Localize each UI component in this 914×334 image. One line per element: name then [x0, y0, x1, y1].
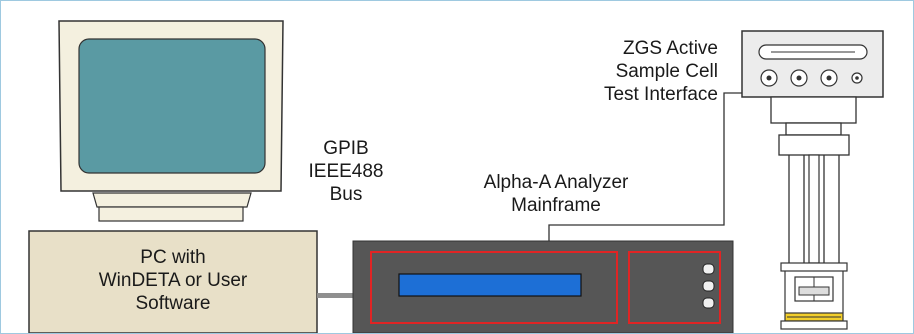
bus-label-line: Bus [329, 184, 363, 205]
bus-label: GPIB IEEE488 Bus [291, 137, 401, 206]
analyzer-control-frame [628, 251, 721, 324]
interface-label: ZGS Active Sample Cell Test Interface [561, 37, 718, 106]
interface-label-line: ZGS Active [622, 38, 718, 59]
connector-pin [826, 75, 832, 81]
analyzer-label-line: Alpha-A Analyzer [483, 172, 629, 193]
bus-label-line: GPIB [323, 138, 369, 159]
test-interface [741, 30, 884, 98]
pc-label-line: PC with [140, 247, 206, 268]
interface-label-line: Sample Cell [615, 61, 718, 82]
analyzer-label-line: Mainframe [511, 195, 601, 216]
bus-label-line: IEEE488 [308, 161, 384, 182]
interface-cable [548, 92, 753, 241]
analyzer-mainframe [352, 240, 734, 333]
analyzer-display-frame [370, 251, 618, 324]
cell-flange [778, 134, 850, 156]
monitor-stand [98, 206, 244, 222]
pc-label: PC with WinDETA or User Software [29, 246, 317, 315]
cell-collar [785, 122, 842, 136]
analyzer-label: Alpha-A Analyzer Mainframe [431, 171, 681, 217]
connector-pin [766, 75, 772, 81]
cell-plate [780, 262, 848, 272]
pc-label-line: WinDETA or User [98, 270, 248, 291]
interface-head [741, 30, 884, 98]
analyzer-button [702, 263, 715, 275]
analyzer-button [702, 280, 715, 292]
bus-cable [317, 293, 357, 298]
connector-pin [796, 75, 802, 81]
cell-center-tube [808, 154, 820, 264]
pc-box [28, 230, 318, 333]
cell-base [780, 320, 848, 330]
monitor-neck [92, 192, 252, 208]
cell-electrode [798, 286, 830, 296]
analyzer-button [702, 297, 715, 309]
pc-label-line: Software [135, 293, 211, 314]
analyzer-display [398, 273, 582, 297]
monitor-screen [78, 38, 266, 174]
sample-cell [770, 96, 857, 330]
interface-label-line: Test Interface [603, 84, 718, 105]
connector-pin [855, 76, 859, 80]
cell-neck-upper [770, 96, 857, 124]
monitor [58, 20, 284, 222]
